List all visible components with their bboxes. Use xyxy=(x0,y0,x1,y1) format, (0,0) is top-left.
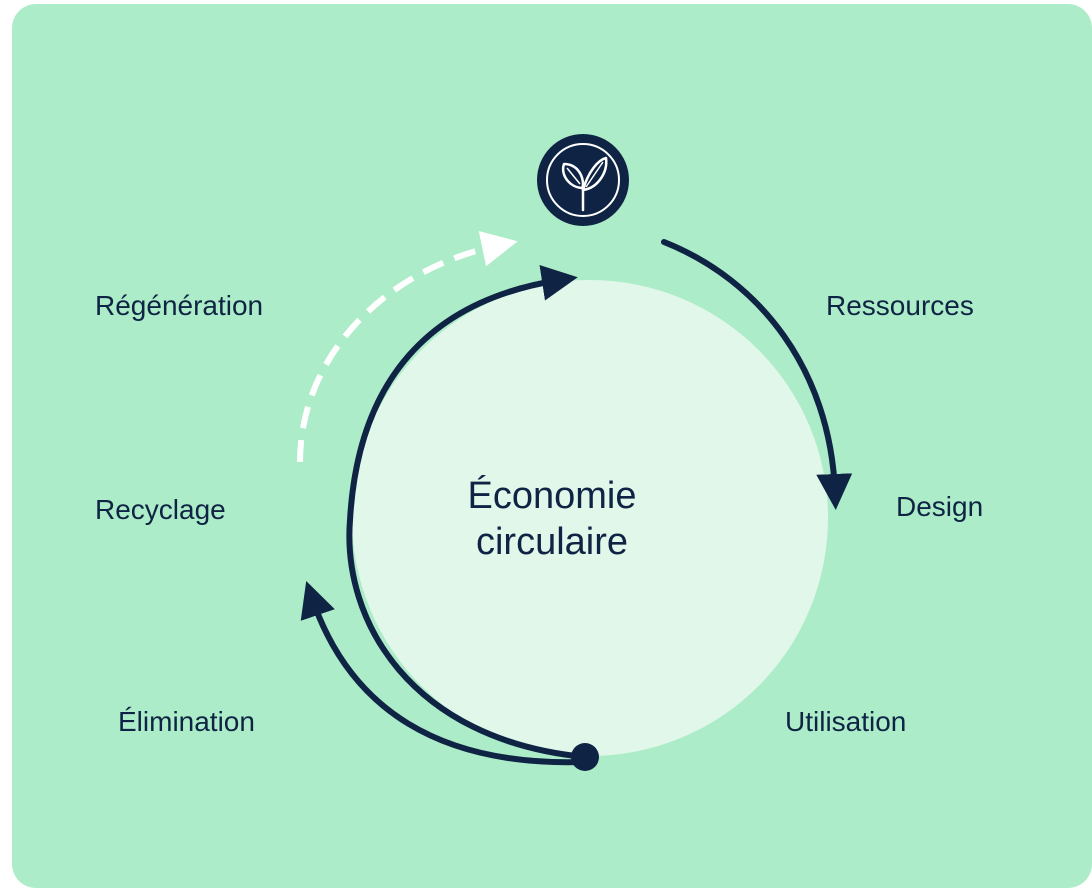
main-loop-arrow xyxy=(346,264,588,760)
stage-label-elimination: Élimination xyxy=(118,706,255,737)
inner-circle xyxy=(352,280,828,756)
stage-label-design: Design xyxy=(896,491,984,522)
leaf-sprout-icon xyxy=(537,134,629,226)
stage-label-regeneration: Régénération xyxy=(95,290,264,321)
center-title-line1: Économie xyxy=(467,475,637,517)
bottom-dot xyxy=(571,743,599,771)
stage-label-utilisation: Utilisation xyxy=(785,706,907,737)
regeneration-dashed-arrow xyxy=(297,231,518,463)
stage-label-recyclage: Recyclage xyxy=(95,494,226,525)
elimination-to-recycling-arrow xyxy=(300,580,585,766)
center-title: Économie circulaire xyxy=(432,474,672,565)
stage-label-ressources: Ressources xyxy=(826,290,974,321)
resources-to-design-arrow xyxy=(661,239,853,510)
center-title-line2: circulaire xyxy=(475,520,629,563)
